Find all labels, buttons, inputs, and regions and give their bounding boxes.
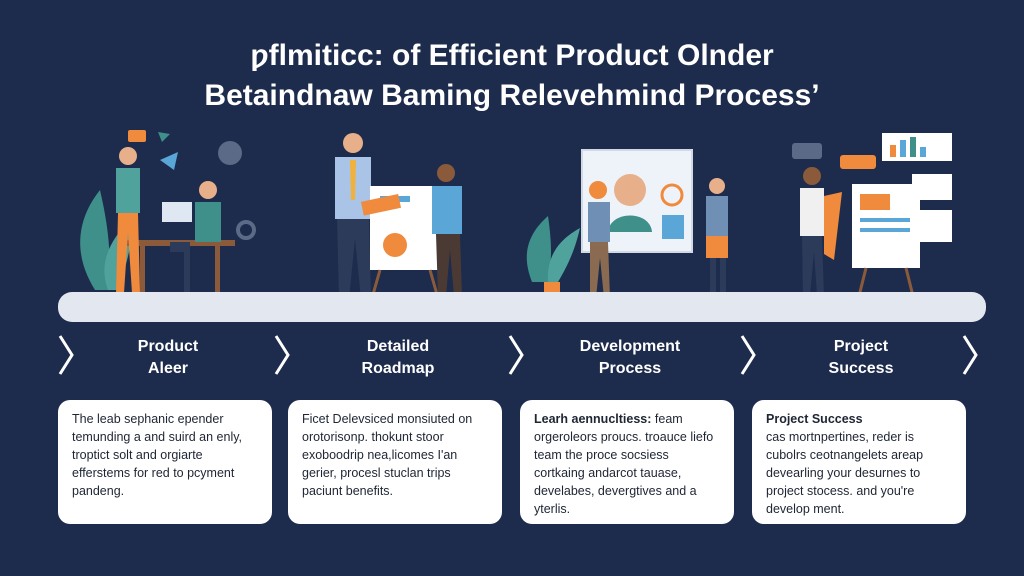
stage-label-product: Product Aleer [83, 336, 253, 380]
development-process-illustration [526, 149, 728, 298]
card-title: Project Success [766, 412, 863, 426]
gear-icon [236, 220, 256, 240]
chevron-right-icon [274, 335, 290, 375]
stage-label-success: Project Success [776, 336, 946, 380]
stage-label-line-1: Project [833, 338, 889, 355]
stage-label-roadmap: Detailed Roadmap [313, 336, 483, 380]
card-text: Ficet Delevsiced monsiuted on orotorison… [302, 412, 473, 498]
speech-bubble-icon [792, 143, 822, 159]
stage-label-development: Development Process [545, 336, 715, 380]
stage-label-line-1: Detailed [366, 338, 430, 355]
page-title-line-2: Betaindnaw Baming Relevehmind Process’ [204, 79, 820, 112]
stage-label-line-2: Success [828, 360, 894, 377]
stage-label-line-2: Process [598, 360, 662, 377]
card-title: Learh aennucltiess: [534, 412, 652, 426]
stage-label-line-1: Development [579, 338, 681, 355]
description-card: Project Success cas mortnpertines, reder… [752, 400, 966, 524]
description-card: The leab sephanic epender temunding a an… [58, 400, 272, 524]
stage-label-line-2: Roadmap [361, 360, 435, 377]
stage-label-line-1: Product [137, 338, 199, 355]
description-card: Learh aennucltiess: feam orgeroleors pro… [520, 400, 734, 524]
chevron-right-icon [58, 335, 74, 375]
project-success-illustration [792, 133, 952, 301]
plant-icon [80, 190, 110, 290]
card-text: The leab sephanic epender temunding a an… [72, 412, 243, 498]
team-meeting-illustration [80, 130, 256, 294]
chevron-right-icon [508, 335, 524, 375]
card-text: cas mortnpertines, reder is cubolrs ceot… [766, 430, 924, 516]
description-card: Ficet Delevsiced monsiuted on orotorison… [288, 400, 502, 524]
page-title-line-1: ƿflmiticc: of Efficient Product Olnder [250, 39, 774, 72]
chevron-right-icon [740, 335, 756, 375]
roadmap-presentation-illustration [335, 133, 462, 299]
stage-label-line-2: Aleer [147, 360, 189, 377]
speech-bubble-icon [128, 130, 146, 142]
chevron-right-icon [962, 335, 978, 375]
plant-icon [526, 216, 551, 282]
card-text: feam orgeroleors proucs. troauce liefo t… [534, 412, 714, 516]
process-timeline-band [58, 292, 986, 322]
